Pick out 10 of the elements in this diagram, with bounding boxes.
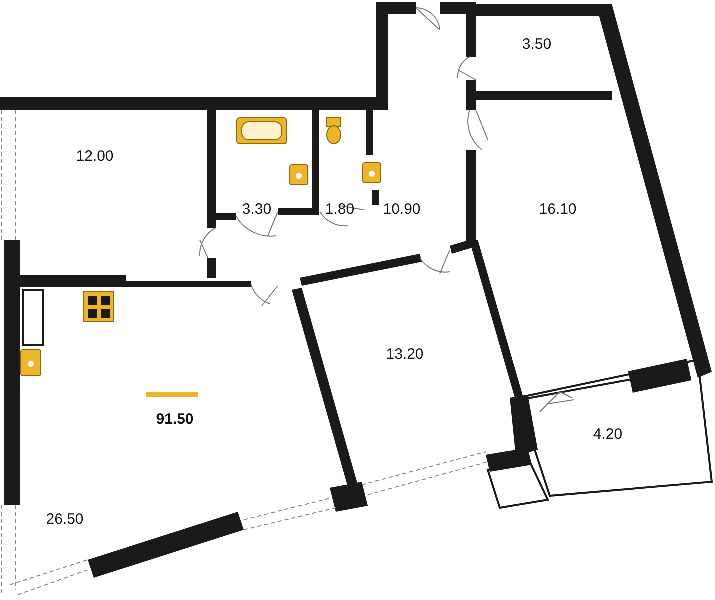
- total-area-label: 91.50: [156, 410, 194, 430]
- area-label: 26.50: [46, 510, 84, 530]
- area-label: 12.00: [76, 146, 114, 167]
- area-label: 3.50: [522, 34, 552, 55]
- area-label: 1.80: [325, 200, 355, 220]
- area-label: 3.30: [242, 200, 272, 220]
- area-label: 4.20: [593, 424, 623, 445]
- area-label: 13.20: [386, 344, 424, 365]
- area-label: 16.10: [539, 200, 577, 220]
- area-label: 10.90: [383, 200, 421, 220]
